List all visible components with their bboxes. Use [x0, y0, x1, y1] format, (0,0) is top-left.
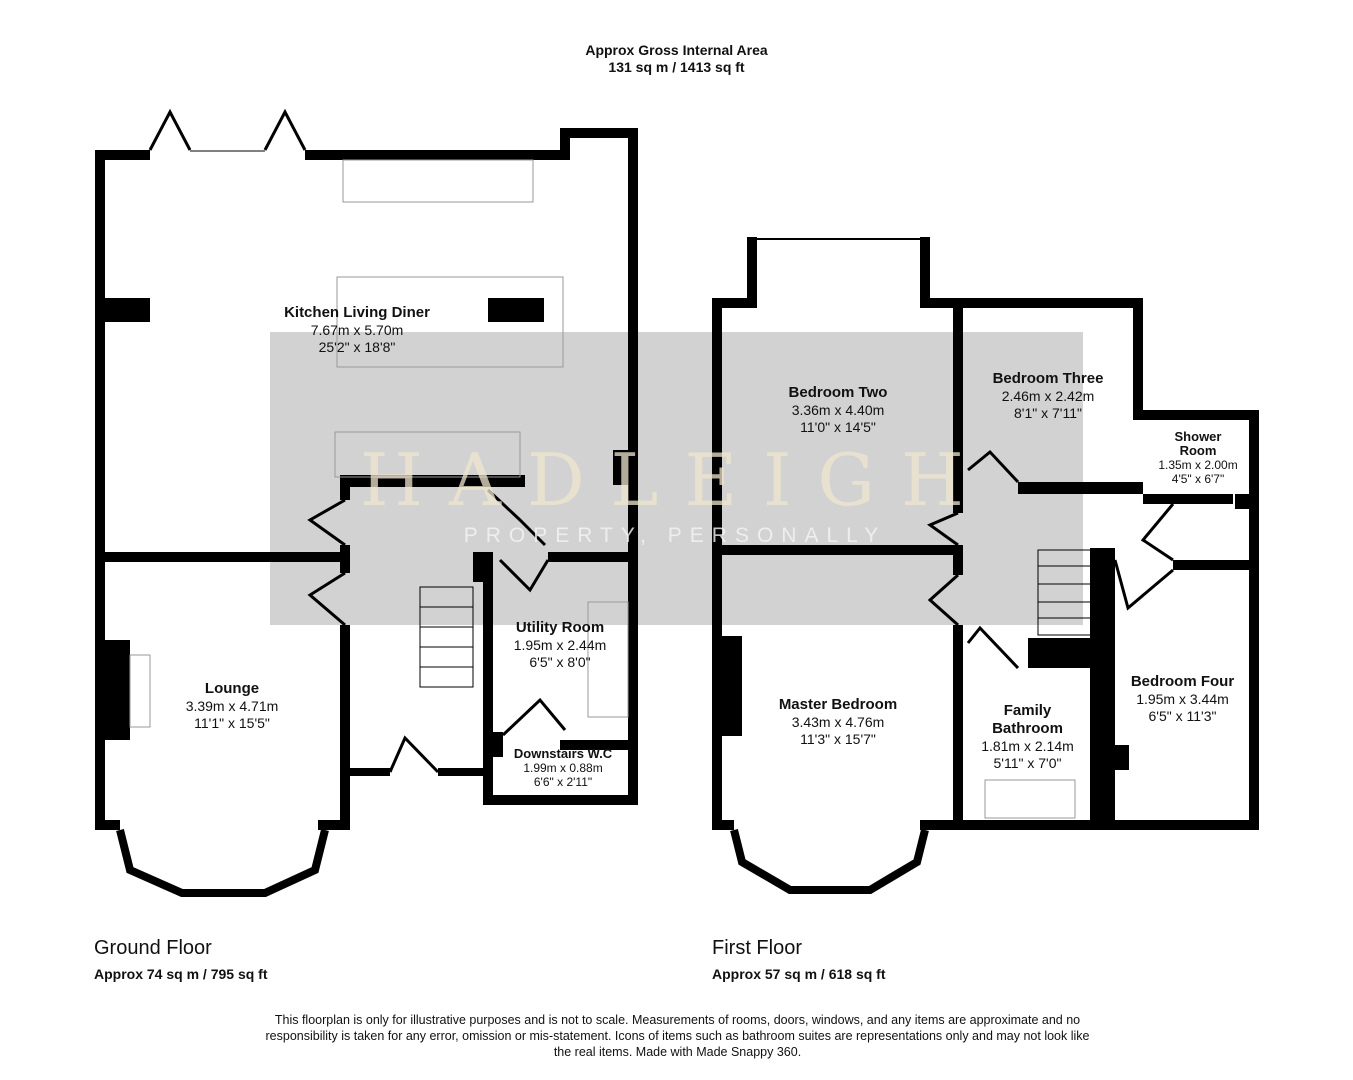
- room-metric: 1.35m x 2.00m: [1158, 458, 1238, 472]
- room-metric: 1.81m x 2.14m: [981, 738, 1074, 754]
- room-name: Utility Room: [515, 619, 605, 636]
- room-imperial: 6'5" x 11'3": [1148, 708, 1217, 724]
- room-bedroom-two: Bedroom Two 3.36m x 4.40m 11'0" x 14'5": [738, 384, 938, 436]
- room-metric: 3.39m x 4.71m: [185, 698, 279, 714]
- room-metric: 3.43m x 4.76m: [791, 714, 885, 730]
- room-metric: 3.36m x 4.40m: [791, 402, 885, 418]
- ground-floor-area: Approx 74 sq m / 795 sq ft: [94, 966, 268, 982]
- ground-floor-fixtures: [129, 159, 629, 728]
- room-master-bedroom: Master Bedroom 3.43m x 4.76m 11'3" x 15'…: [738, 696, 938, 748]
- watermark-brand: HADLEIGH: [360, 438, 990, 522]
- room-bedroom-three: Bedroom Three 2.46m x 2.42m 8'1" x 7'11": [968, 370, 1128, 422]
- room-imperial: 8'1" x 7'11": [1014, 405, 1082, 421]
- room-metric: 7.67m x 5.70m: [310, 322, 404, 338]
- room-imperial: 5'11" x 7'0": [993, 755, 1062, 771]
- room-shower: Shower Room 1.35m x 2.00m 4'5" x 6'7": [1148, 429, 1248, 487]
- room-name: Downstairs W.C: [513, 746, 613, 761]
- room-imperial: 25'2" x 18'8": [318, 339, 396, 355]
- room-metric: 1.99m x 0.88m: [523, 761, 603, 775]
- room-metric: 1.95m x 2.44m: [513, 637, 607, 653]
- room-name: Family Bathroom: [992, 702, 1063, 737]
- header-area: 131 sq m / 1413 sq ft: [608, 59, 745, 75]
- room-imperial: 11'0" x 14'5": [800, 419, 876, 435]
- disclaimer: This floorplan is only for illustrative …: [265, 1013, 1090, 1059]
- room-downstairs-wc: Downstairs W.C 1.99m x 0.88m 6'6" x 2'11…: [493, 746, 633, 790]
- room-imperial: 11'3" x 15'7": [800, 731, 876, 747]
- room-imperial: 6'5" x 8'0": [529, 654, 591, 670]
- room-name: Bedroom Three: [992, 370, 1104, 387]
- header-title: Approx Gross Internal Area: [585, 42, 768, 58]
- room-name: Shower Room: [1174, 429, 1222, 458]
- ground-floor-label: Ground Floor: [94, 937, 212, 959]
- room-name: Lounge: [204, 680, 260, 697]
- room-lounge: Lounge 3.39m x 4.71m 11'1" x 15'5": [132, 680, 332, 732]
- first-floor-walls: [712, 237, 1259, 830]
- room-metric: 2.46m x 2.42m: [1001, 388, 1095, 404]
- ground-floor-lines: [116, 108, 567, 897]
- first-floor-area: Approx 57 sq m / 618 sq ft: [712, 966, 886, 982]
- gross-area-header: Approx Gross Internal Area 131 sq m / 14…: [0, 42, 1353, 76]
- room-imperial: 6'6" x 2'11": [533, 775, 593, 789]
- room-utility: Utility Room 1.95m x 2.44m 6'5" x 8'0": [480, 619, 640, 671]
- room-metric: 1.95m x 3.44m: [1136, 691, 1229, 707]
- room-name: Bedroom Four: [1130, 673, 1235, 690]
- room-family-bathroom: Family Bathroom 1.81m x 2.14m 5'11" x 7'…: [965, 702, 1090, 772]
- room-bedroom-four: Bedroom Four 1.95m x 3.44m 6'5" x 11'3": [1115, 673, 1250, 725]
- watermark-tagline: PROPERTY, PERSONALLY: [463, 524, 887, 547]
- room-name: Kitchen Living Diner: [284, 304, 430, 321]
- first-floor-lines: [730, 238, 1175, 894]
- room-name: Bedroom Two: [788, 384, 888, 401]
- first-floor-label: First Floor: [712, 937, 802, 959]
- room-imperial: 11'1" x 15'5": [194, 715, 270, 731]
- room-name: Master Bedroom: [778, 696, 898, 713]
- ground-floor-walls: [95, 128, 638, 830]
- room-imperial: 4'5" x 6'7": [1171, 472, 1225, 486]
- room-kitchen-living-diner: Kitchen Living Diner 7.67m x 5.70m 25'2"…: [257, 304, 457, 356]
